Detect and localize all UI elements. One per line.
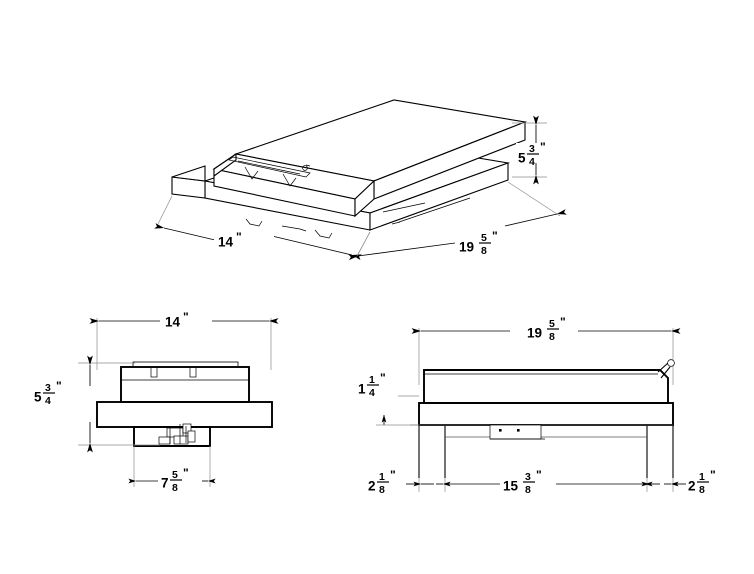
iso-height-label: 5 3 4 "	[516, 140, 556, 168]
front-left-inset-denominator: 8	[379, 484, 385, 496]
iso-duct-line	[398, 197, 471, 223]
iso-height-dimension: 5 3 4 "	[512, 115, 556, 185]
side-width-dimension: 14 "	[89, 310, 279, 370]
front-left-inset-numerator: 1	[379, 471, 385, 483]
side-mounting-box	[133, 426, 211, 447]
side-height-whole: 5	[34, 390, 42, 405]
front-hood-canopy	[423, 369, 669, 404]
iso-handle-detail	[228, 156, 311, 187]
front-left-inset-mark: "	[390, 468, 396, 482]
iso-height-denominator: 4	[529, 156, 535, 168]
front-center-mark: "	[536, 468, 542, 482]
front-right-inset-mark: "	[710, 468, 716, 482]
iso-width-denominator: 8	[481, 245, 487, 257]
front-left-inset-whole: 2	[368, 479, 376, 494]
side-width-mark: "	[183, 310, 189, 324]
side-height-denominator: 4	[45, 395, 51, 407]
side-base-slab	[96, 401, 273, 428]
iso-depth-value: 14	[218, 235, 234, 250]
front-lip-denominator: 4	[369, 387, 375, 399]
side-bottom-denominator: 8	[172, 482, 178, 494]
front-bottom-dimension-chain: 2 1 8 " 15 3 8 " 2	[366, 468, 726, 496]
iso-mounting-tabs	[245, 202, 426, 239]
iso-width-dimension: 19 5 8 "	[348, 181, 567, 261]
side-width-label: 14 "	[162, 310, 212, 330]
front-knob-detail	[657, 359, 675, 379]
iso-depth-dimension: 14 "	[154, 195, 371, 260]
front-width-dimension: 19 5 8 "	[411, 315, 681, 385]
side-hood-body	[120, 361, 250, 403]
front-width-label: 19 5 8 "	[524, 315, 576, 343]
iso-width-whole: 19	[459, 240, 474, 255]
front-elevation-view: 19 5 8 "	[356, 315, 726, 496]
iso-height-whole: 5	[518, 151, 526, 166]
front-right-inset-label: 2 1 8 "	[686, 468, 726, 496]
front-mounting-rails	[410, 424, 674, 478]
front-left-inset-label: 2 1 8 "	[366, 468, 406, 496]
side-bottom-numerator: 5	[172, 469, 178, 481]
side-height-label: 5 3 4 "	[31, 379, 75, 407]
side-bottom-whole: 7	[161, 476, 169, 491]
side-width-value: 14	[165, 315, 181, 330]
iso-width-mark: "	[492, 229, 498, 243]
front-duct-outlet	[489, 424, 545, 440]
front-width-whole: 19	[527, 326, 542, 341]
side-bottom-mark: "	[183, 466, 189, 480]
side-height-dimension: 5 3 4 "	[31, 355, 160, 453]
iso-height-numerator: 3	[529, 143, 535, 155]
front-width-mark: "	[560, 315, 566, 329]
front-lip-label: 1 1 4 "	[356, 371, 398, 399]
front-center-denominator: 8	[525, 484, 531, 496]
front-base-slab	[418, 402, 674, 426]
iso-depth-label: 14 "	[214, 230, 274, 250]
front-right-inset-denominator: 8	[699, 484, 705, 496]
front-width-numerator: 5	[549, 318, 555, 330]
front-lip-numerator: 1	[369, 374, 375, 386]
front-lip-dimension: 1 1 4 "	[356, 371, 419, 426]
side-bottom-dimension: 7 5 8 "	[128, 446, 216, 494]
side-height-mark: "	[56, 379, 62, 393]
front-right-inset-numerator: 1	[699, 471, 705, 483]
front-lip-whole: 1	[358, 382, 366, 397]
iso-width-numerator: 5	[481, 232, 487, 244]
front-width-denominator: 8	[549, 331, 555, 343]
side-elevation-view: 14 "	[31, 310, 279, 494]
iso-depth-mark: "	[236, 230, 242, 244]
side-bracket-detail	[158, 423, 196, 445]
front-center-label: 15 3 8 "	[500, 468, 556, 496]
iso-width-label: 19 5 8 "	[456, 229, 508, 257]
iso-height-mark: "	[540, 140, 546, 154]
side-bottom-label: 7 5 8 "	[158, 466, 202, 494]
front-lip-mark: "	[380, 371, 386, 385]
isometric-view: 5 3 4 " 14 "	[154, 99, 567, 261]
front-center-numerator: 3	[525, 471, 531, 483]
front-center-whole: 15	[503, 479, 519, 494]
side-height-numerator: 3	[45, 382, 51, 394]
front-right-inset-whole: 2	[688, 479, 696, 494]
